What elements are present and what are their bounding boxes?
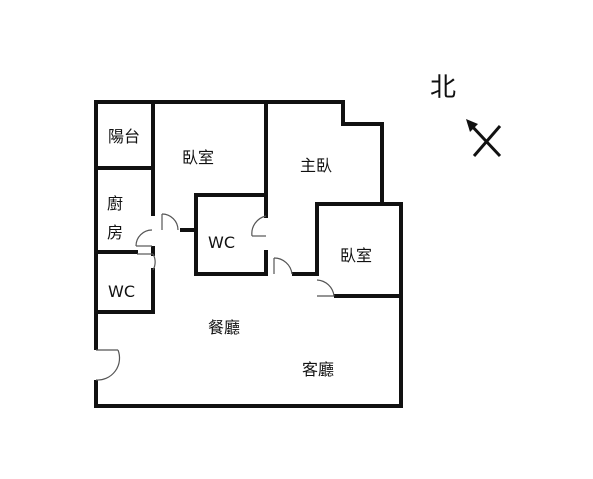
room-label-dining: 餐廳 — [208, 318, 240, 337]
door-kitchen — [135, 229, 153, 247]
room-label-bedroom-1: 臥室 — [182, 148, 214, 167]
room-label-wc-left: WC — [108, 282, 135, 301]
interior-walls — [94, 100, 403, 314]
room-label-balcony: 陽台 — [108, 127, 140, 146]
door-bedroom-2 — [316, 279, 335, 297]
door-bedroom-1 — [161, 213, 179, 231]
room-label-living: 客廳 — [302, 360, 334, 379]
north-arrow-icon — [466, 119, 502, 158]
door-wc-left — [137, 253, 156, 271]
room-label-master-bedroom: 主臥 — [300, 156, 332, 175]
doors — [95, 213, 335, 381]
room-label-kitchen-line2: 房 — [107, 223, 123, 242]
door-master-bedroom — [273, 257, 293, 275]
room-label-bedroom-2: 臥室 — [340, 246, 372, 265]
compass: 北 — [430, 73, 502, 158]
door-wc-center — [251, 215, 267, 237]
room-label-kitchen-line1: 廚 — [107, 194, 123, 213]
north-label: 北 — [430, 73, 456, 103]
door-entrance — [95, 349, 121, 381]
room-label-wc-center: WC — [208, 233, 235, 252]
room-labels: 陽台 臥室 主臥 廚 房 WC 臥室 WC 餐廳 客廳 — [107, 127, 372, 379]
